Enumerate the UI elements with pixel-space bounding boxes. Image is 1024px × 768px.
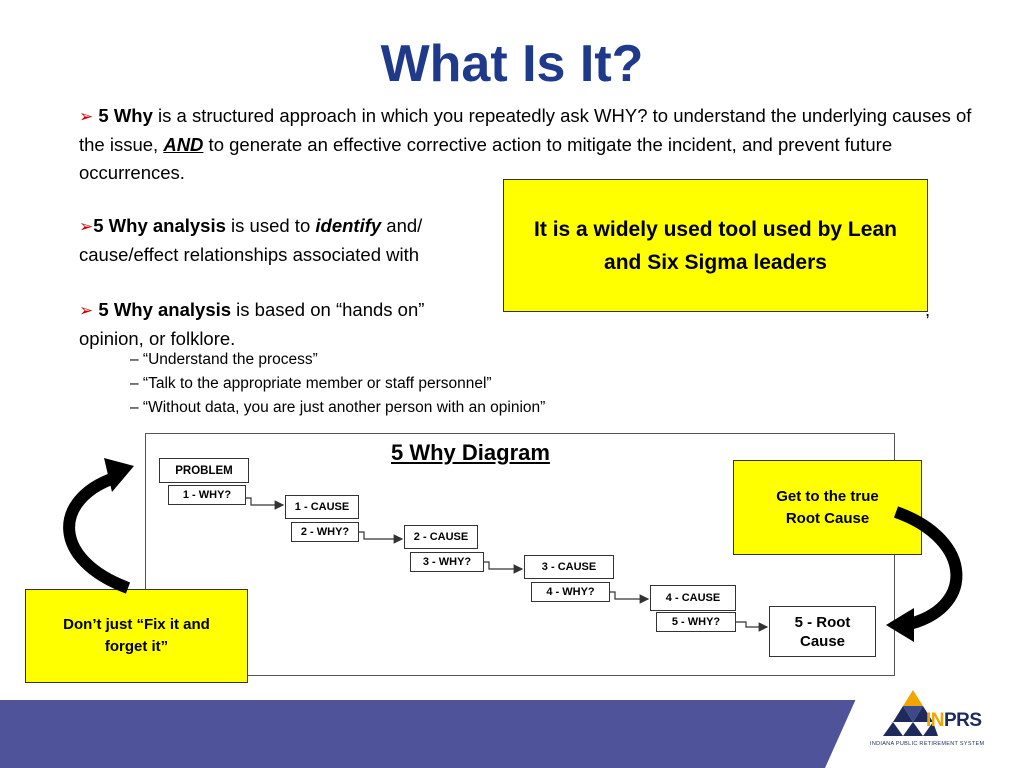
box-root-cause: 5 - Root Cause (769, 606, 876, 657)
sub-point-data: – “Without data, you are just another pe… (130, 399, 546, 416)
box-cause-4: 4 - CAUSE (650, 585, 736, 611)
box-cause-2: 2 - CAUSE (404, 525, 478, 549)
para1-text: is a structured approach in which you re… (79, 105, 972, 155)
paragraph-five-why: ➢ 5 Why is a structured approach in whic… (79, 102, 979, 187)
term-analysis: 5 Why analysis (93, 215, 226, 236)
slide-title: What Is It? (380, 35, 644, 93)
diagram-connectors (246, 497, 769, 632)
logo-subtitle: INDIANA PUBLIC RETIREMENT SYSTEM (870, 741, 985, 747)
paragraph-analysis-based: ➢ 5 Why analysis is based on “hands on” … (79, 296, 979, 353)
para2-line2: cause/effect relationships associated wi… (79, 244, 420, 265)
box-why-1: 1 - WHY? (168, 485, 246, 505)
box-why-5: 5 - WHY? (656, 612, 736, 632)
box-problem: PROBLEM (159, 458, 249, 483)
inprs-logo-icon (883, 690, 938, 736)
box-why-2: 2 - WHY? (291, 522, 359, 542)
left-arrow-head-icon (104, 458, 134, 492)
paragraph-analysis-identify: ➢5 Why analysis is used to identify and/… (79, 212, 979, 269)
term-analysis: 5 Why analysis (98, 299, 232, 320)
arrow-bullet-icon: ➢ (79, 217, 94, 236)
logo-wordmark: INPRS (926, 710, 982, 731)
callout-lean-six-sigma: It is a widely used tool used by Lean an… (503, 179, 928, 312)
arrow-bullet-icon: ➢ (79, 301, 94, 320)
footer-contact: One North Capitol, Suite 001 | Indianapo… (40, 27, 755, 43)
box-cause-3: 3 - CAUSE (524, 555, 614, 579)
emph-and: AND (163, 134, 204, 155)
term-five-why: 5 Why (98, 105, 153, 126)
box-why-4: 4 - WHY? (531, 582, 610, 602)
para2-text-end: and/ (381, 215, 423, 236)
para3-line2: opinion, or folklore. (79, 328, 236, 349)
emph-identify: identify (315, 215, 382, 236)
para3-text: is based on “hands on” (231, 299, 425, 320)
left-curved-arrow-icon (63, 472, 131, 594)
arrow-bullet-icon: ➢ (79, 107, 94, 126)
sub-point-process: – “Understand the process” (130, 351, 318, 368)
callout-fix-it: Don’t just “Fix it and forget it” (25, 589, 248, 683)
callout-root-cause: Get to the true Root Cause (733, 460, 922, 555)
box-why-3: 3 - WHY? (410, 552, 484, 572)
box-cause-1: 1 - CAUSE (285, 495, 359, 519)
para1-text-end: to generate an effective corrective acti… (79, 134, 893, 183)
logo-panel (825, 688, 1024, 768)
diagram-title: 5 Why Diagram (391, 440, 550, 465)
para2-text: is used to (225, 215, 316, 236)
sub-point-talk: – “Talk to the appropriate member or sta… (130, 375, 492, 392)
